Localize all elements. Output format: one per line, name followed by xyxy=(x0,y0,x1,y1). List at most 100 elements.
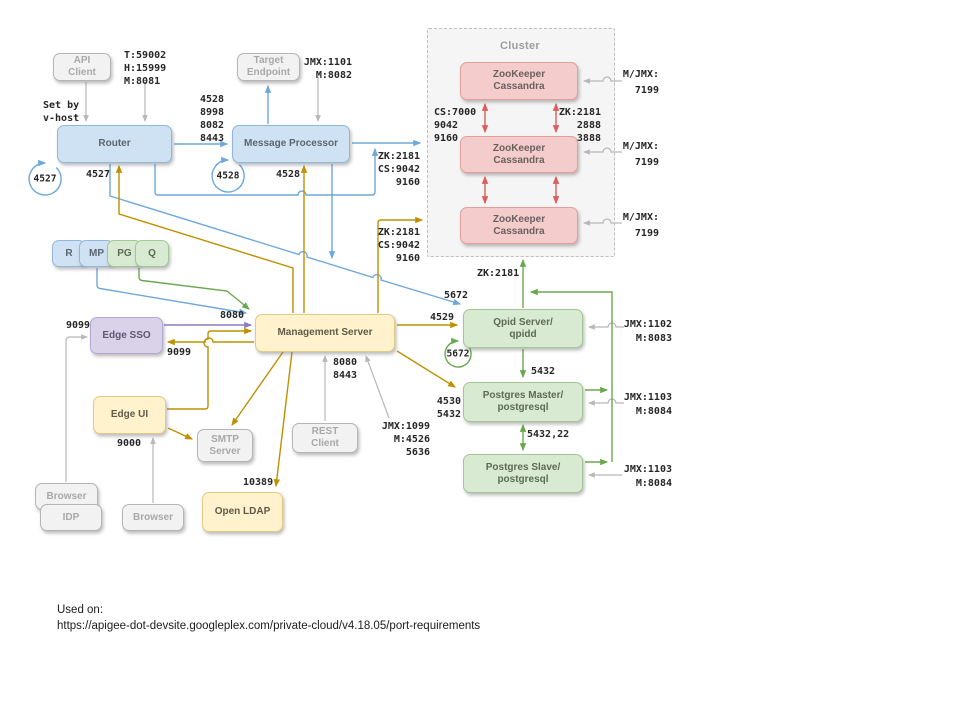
router-port-box-label: R xyxy=(65,247,73,259)
rest-client-node-label: REST xyxy=(311,426,339,437)
qpid-server-node-label: Qpid Server/ xyxy=(493,316,553,328)
management-server-node-label: Management Server xyxy=(277,327,373,338)
management-to-smtp-arrow xyxy=(231,351,284,426)
management-to-cluster-arrow xyxy=(377,216,424,313)
postgres-slave-node: Postgres Slave/postgresql xyxy=(463,454,583,493)
idp-node: IDP xyxy=(40,504,102,531)
mp-4528-label: 4528 xyxy=(276,169,301,180)
sso-9099-left-label: 9099 xyxy=(66,320,91,331)
router-self-loop-label: 4527 xyxy=(33,173,57,185)
sso-8080-label: 8080 xyxy=(220,310,245,321)
api-client-node-label: API xyxy=(73,55,91,66)
management-to-edge-sso-arrow xyxy=(166,337,254,346)
router-to-qpid-5672-arrow xyxy=(109,164,462,306)
jmx1102-to-qpid-arrow xyxy=(588,322,624,330)
mjmx-to-zookeeper2-arrow xyxy=(583,147,622,155)
mjmx-7199-label-1: M/JMX:7199 xyxy=(622,69,659,96)
api-client-node-label: Client xyxy=(68,67,96,78)
mp-port-to-management-arrow xyxy=(96,268,248,316)
qpid-self-loop xyxy=(444,337,472,368)
router-node-label: Router xyxy=(98,138,131,149)
q-port-box-label: Q xyxy=(148,247,156,259)
jmx1103-to-postgres-master-arrow xyxy=(588,398,624,406)
mjmx-7199-label-3: M/JMX:7199 xyxy=(622,212,659,239)
edge-ui-node-label: Edge UI xyxy=(110,409,149,420)
qpid-server-node: Qpid Server/qpidd xyxy=(463,309,583,348)
postgres-backbone-arrow xyxy=(529,288,613,462)
edge-sso-node: Edge SSO xyxy=(90,317,163,354)
mjmx-to-zookeeper1-arrow xyxy=(583,76,622,84)
sso-9099-bottom-label: 9099 xyxy=(167,347,192,358)
zookeeper-cassandra-2-node-label: ZooKeeper xyxy=(492,142,546,154)
mp-port-box-label: MP xyxy=(89,247,104,259)
management-server-node: Management Server xyxy=(255,314,395,352)
edge-ui-to-smtp-arrow xyxy=(167,427,194,440)
edgeui-9000-label: 9000 xyxy=(117,438,142,449)
zookeeper-cassandra-1-node-label: Cassandra xyxy=(493,81,545,92)
qpid-server-node-label: qpidd xyxy=(509,328,537,340)
open-ldap-node-label: Open LDAP xyxy=(214,506,271,517)
router-self-loop xyxy=(28,159,62,196)
postgres-slave-node-label: Postgres Slave/ xyxy=(485,461,561,473)
router-join-cluster-arrow xyxy=(154,147,379,196)
mgmt-4529-label: 4529 xyxy=(430,312,455,323)
message-processor-node-label: Message Processor xyxy=(244,138,338,149)
management-to-postgres-master-arrow xyxy=(396,350,456,388)
browser-2-node: Browser xyxy=(122,504,184,531)
q-port-box: Q xyxy=(135,240,169,267)
mp-self-loop xyxy=(211,156,245,193)
footer-used-on-text: Used on: xyxy=(57,604,104,616)
edge-ui-node: Edge UI xyxy=(93,396,166,434)
qpid-self-loop-label: 5672 xyxy=(446,348,470,360)
router-4527-label: 4527 xyxy=(86,169,111,180)
browser-1-node-label: Browser xyxy=(46,490,87,502)
open-ldap-node: Open LDAP xyxy=(202,492,283,532)
pg-port-box-label: PG xyxy=(117,247,132,259)
pg-5432-22-label: 5432,22 xyxy=(527,429,570,440)
jmx1099-to-management-arrow xyxy=(365,355,390,419)
postgres-master-node-label: Postgres Master/ xyxy=(482,390,564,401)
zookeeper-cassandra-2-node-label: Cassandra xyxy=(493,154,545,166)
smtp-server-node-label: Server xyxy=(209,445,241,457)
browser-2-node-label: Browser xyxy=(132,511,173,523)
postgres-slave-node-label: postgresql xyxy=(497,473,549,485)
qpid-5672-label: 5672 xyxy=(444,290,469,301)
footer-url-text: https://apigee-dot-devsite.googleplex.co… xyxy=(57,620,481,632)
edge-sso-node-label: Edge SSO xyxy=(102,329,151,341)
qpid-5432-label: 5432 xyxy=(531,366,556,377)
zookeeper-cassandra-3-node-label: ZooKeeper xyxy=(492,213,546,225)
qpid-zk2181-label: ZK:2181 xyxy=(477,268,520,279)
edge-ui-to-management-arrow xyxy=(167,327,253,410)
postgres-master-node-label: postgresql xyxy=(497,402,549,413)
zookeeper-cassandra-1-node-label: ZooKeeper xyxy=(492,69,546,80)
target-endpoint-node-label: Target xyxy=(253,55,284,66)
browser1-to-edge-sso-arrow xyxy=(65,334,88,482)
mjmx-to-zookeeper3-arrow xyxy=(583,218,622,226)
management-to-router-4527-arrow xyxy=(115,164,294,313)
ldap-10389-label: 10389 xyxy=(243,477,274,488)
postgres-master-node: Postgres Master/postgresql xyxy=(463,382,583,422)
rest-client-node-label: Client xyxy=(311,438,339,449)
